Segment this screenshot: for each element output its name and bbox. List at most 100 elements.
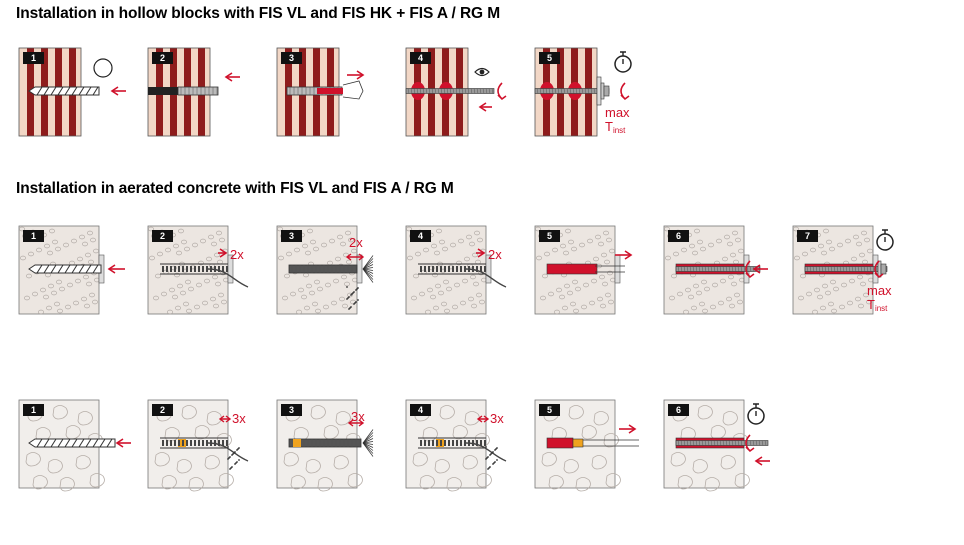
max-label: max (867, 283, 892, 298)
pore (84, 303, 90, 309)
anchor-sleeve (177, 86, 219, 96)
dust-icon (346, 286, 359, 310)
pore (351, 248, 357, 254)
pore (820, 305, 826, 311)
pore (562, 305, 568, 311)
pore (689, 243, 695, 249)
rod-thread (710, 266, 713, 272)
step-number: 2 (152, 230, 173, 242)
rod-thread (704, 266, 707, 272)
step-illustration (276, 47, 365, 137)
pore (559, 294, 565, 300)
rod-thread (407, 88, 410, 94)
pore (90, 237, 96, 243)
repeat-3x-label: 3x (490, 411, 504, 426)
rod-thread (464, 88, 467, 94)
pore (446, 286, 452, 292)
rod-thread (701, 266, 704, 272)
pore (470, 274, 476, 280)
pore (188, 286, 194, 292)
pore (554, 309, 560, 315)
aggregate-stone (593, 411, 609, 426)
pore (86, 281, 92, 287)
pore (423, 247, 429, 253)
rod-thread (761, 440, 764, 446)
rod-thread (578, 88, 581, 94)
arrow-icon (477, 248, 486, 258)
pore (335, 256, 341, 262)
rod-thread (701, 440, 704, 446)
rod-thread (470, 88, 473, 94)
rod-thread (467, 88, 470, 94)
drill-flute (50, 264, 57, 274)
pore (673, 251, 679, 257)
pore (309, 290, 315, 296)
rod-thread (440, 88, 443, 94)
hollow-block-step-1: 1 (18, 47, 159, 148)
pore (841, 282, 847, 288)
rod-thread (731, 266, 734, 272)
pore (710, 304, 716, 310)
pore (579, 242, 585, 248)
rod-thread (698, 440, 701, 446)
rod-thread (584, 88, 587, 94)
aggregate-stone (77, 411, 93, 426)
pore (212, 274, 218, 280)
drill-icon (28, 86, 100, 96)
pore (183, 301, 189, 307)
step-number: 5 (539, 230, 560, 242)
pore (407, 255, 413, 261)
drill-flute (78, 86, 85, 96)
pore (823, 228, 829, 234)
pore (47, 250, 53, 256)
aggregate-stone (720, 455, 736, 470)
drill-body (28, 438, 116, 448)
brush-icon (362, 429, 374, 457)
pore (87, 230, 93, 236)
rod-thread (857, 266, 860, 272)
pore (301, 294, 307, 300)
pore (40, 287, 46, 293)
drill-flute (85, 86, 92, 96)
dust-particle (353, 303, 355, 305)
rod-thread (743, 440, 746, 446)
pore (215, 281, 221, 287)
rod-thread (431, 88, 434, 94)
rod-thread (443, 88, 446, 94)
dust-particle (238, 459, 240, 461)
rod-thread (872, 266, 875, 272)
pore (583, 282, 589, 288)
drill-flute (92, 264, 99, 274)
rod-thread (413, 88, 416, 94)
pore (600, 303, 606, 309)
rod-thread (545, 88, 548, 94)
brush-icon (362, 255, 374, 283)
pore (609, 248, 615, 254)
aggregate-stone (548, 475, 564, 490)
torque-label: Tinst (605, 120, 625, 137)
pore (802, 251, 808, 257)
pore (82, 241, 88, 247)
rod-thread (707, 266, 710, 272)
aggregate-stone (474, 433, 490, 448)
pore (302, 243, 308, 249)
dust-particle (485, 446, 487, 448)
rod-thread (683, 266, 686, 272)
pore (161, 291, 167, 297)
pore (36, 247, 42, 253)
aggregate-stone (347, 473, 363, 488)
pore (157, 251, 163, 257)
pore (606, 237, 612, 243)
aggregate-stone (439, 405, 455, 420)
mixer-nozzle (595, 265, 625, 273)
brush-bristle (362, 267, 374, 270)
pore (833, 286, 839, 292)
aggregate-stone (677, 475, 693, 490)
rod-thread (725, 440, 728, 446)
pore (462, 278, 468, 284)
rod-thread (422, 88, 425, 94)
pore (406, 226, 412, 232)
pore (697, 239, 703, 245)
